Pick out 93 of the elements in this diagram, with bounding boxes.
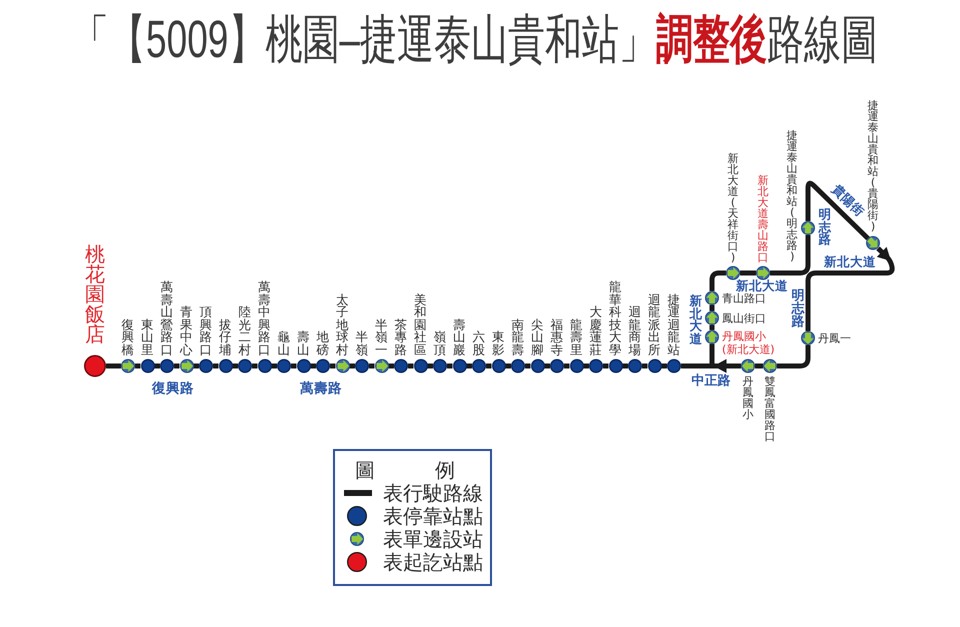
route-line (408, 364, 414, 368)
station-label: 福惠寺 (550, 318, 564, 356)
route-line (755, 364, 763, 368)
route-line (388, 364, 394, 368)
route-line (564, 364, 570, 368)
route-line (486, 364, 492, 368)
route-line (662, 364, 667, 368)
station-label: 地磅 (316, 331, 330, 356)
route-line (350, 364, 355, 368)
station-label: 南龍壽 (511, 318, 525, 356)
route-line (806, 180, 870, 240)
route-line (135, 364, 140, 368)
route-line (506, 364, 511, 368)
station-label: 半嶺一 (374, 318, 388, 356)
station-label: 六股 (472, 331, 486, 356)
station-label: 迴龍商場 (628, 306, 642, 356)
road-label: 新北大道 (736, 280, 788, 292)
station-label: 拔仔埔 (218, 318, 232, 356)
station-label: 東山里 (140, 318, 154, 356)
route-line (232, 364, 238, 368)
road-label: 中正路 (692, 374, 730, 388)
route-line (106, 364, 121, 368)
route-line (154, 364, 160, 368)
station-label: 青果中心 (180, 306, 194, 356)
legend-title: 圖例 (355, 460, 455, 480)
station-label: 鳳山街口 (722, 312, 766, 324)
route-line (770, 235, 810, 276)
road-label: 萬壽路 (300, 382, 342, 396)
station-label: 迴龍派出所 (648, 294, 662, 356)
station-label: 捷運泰山貴和站(明志路) (786, 130, 798, 262)
legend-label: 表起訖站點 (383, 552, 483, 572)
station-label: 太子地球村 (336, 294, 350, 356)
route-line (710, 305, 714, 311)
station-label: 半嶺 (355, 331, 369, 356)
route-line (710, 325, 714, 330)
route-line (806, 246, 895, 331)
station-label: 茶專路 (394, 318, 408, 356)
station-label: 青山路口 (722, 292, 766, 304)
station-label: 龍華科技大學 (608, 281, 622, 356)
title: 「【5009】桃園–捷運泰山貴和站」調整後路線圖 (72, 13, 878, 66)
route-line (272, 364, 277, 368)
route-line (777, 345, 810, 368)
route-line (291, 364, 296, 368)
route-line (622, 364, 628, 368)
station-label: 萬壽山鶯路口 (160, 281, 174, 356)
station-label: 壽山巖 (452, 318, 466, 356)
station-label: 桃花園飯店 (84, 244, 106, 344)
station-label: 捷運泰山貴和站(貴陽街) (867, 100, 879, 232)
station-label: 新北大道壽山路口 (757, 175, 769, 263)
station-label: 丹鳳一 (818, 332, 851, 344)
station-label: 丹鳳國小 (742, 376, 754, 420)
road-label: 復興路 (152, 382, 194, 396)
station-label: 新北大道(天祥街口) (727, 153, 739, 263)
station-label: 尖山腳 (530, 318, 544, 356)
station-label: 頂興路口 (199, 306, 213, 356)
road-label: 新北大道 (824, 256, 876, 268)
station-label: 東影 (492, 331, 506, 356)
route-line (428, 364, 433, 368)
station-label: 壽山 (296, 331, 310, 356)
legend-label: 表行駛路線 (383, 483, 483, 503)
station-label: 陸光二村 (238, 306, 252, 356)
route-line (642, 364, 648, 368)
route-line (194, 364, 199, 368)
station-label: 嶺頂 (433, 331, 447, 356)
station-label: 龍壽里 (570, 318, 584, 356)
route-line (466, 364, 472, 368)
road-label: 貴陽街 (830, 182, 866, 220)
route-line (447, 364, 452, 368)
station-label: 美和園社區 (414, 294, 428, 356)
route-line (213, 364, 218, 368)
station-label: 復興橋 (121, 318, 135, 356)
route-line (330, 364, 336, 368)
station-label: 龜山 (277, 331, 291, 356)
station-label: 大慶蓮莊 (589, 306, 603, 356)
road-label: 明志路 (818, 208, 832, 246)
legend-label: 表停靠站點 (383, 506, 483, 526)
route-line (603, 364, 608, 368)
station-label: 雙鳳富國路口 (764, 376, 776, 442)
route-line (310, 364, 316, 368)
legend-label: 表單邊設站 (383, 529, 483, 549)
route-line (710, 270, 726, 291)
route-line (369, 364, 374, 368)
station-label: 丹鳳國小(新北大道) (722, 330, 776, 356)
route-line (174, 364, 180, 368)
route-line (525, 364, 530, 368)
route-line (740, 270, 756, 276)
route-line (544, 364, 550, 368)
station-label: 捷運迴龍站 (667, 294, 681, 356)
route-line (252, 364, 258, 368)
road-label: 新北大道 (689, 295, 703, 345)
station-label: 萬壽中興路口 (258, 281, 272, 356)
road-label: 明志路 (791, 290, 805, 328)
route-line (584, 364, 589, 368)
